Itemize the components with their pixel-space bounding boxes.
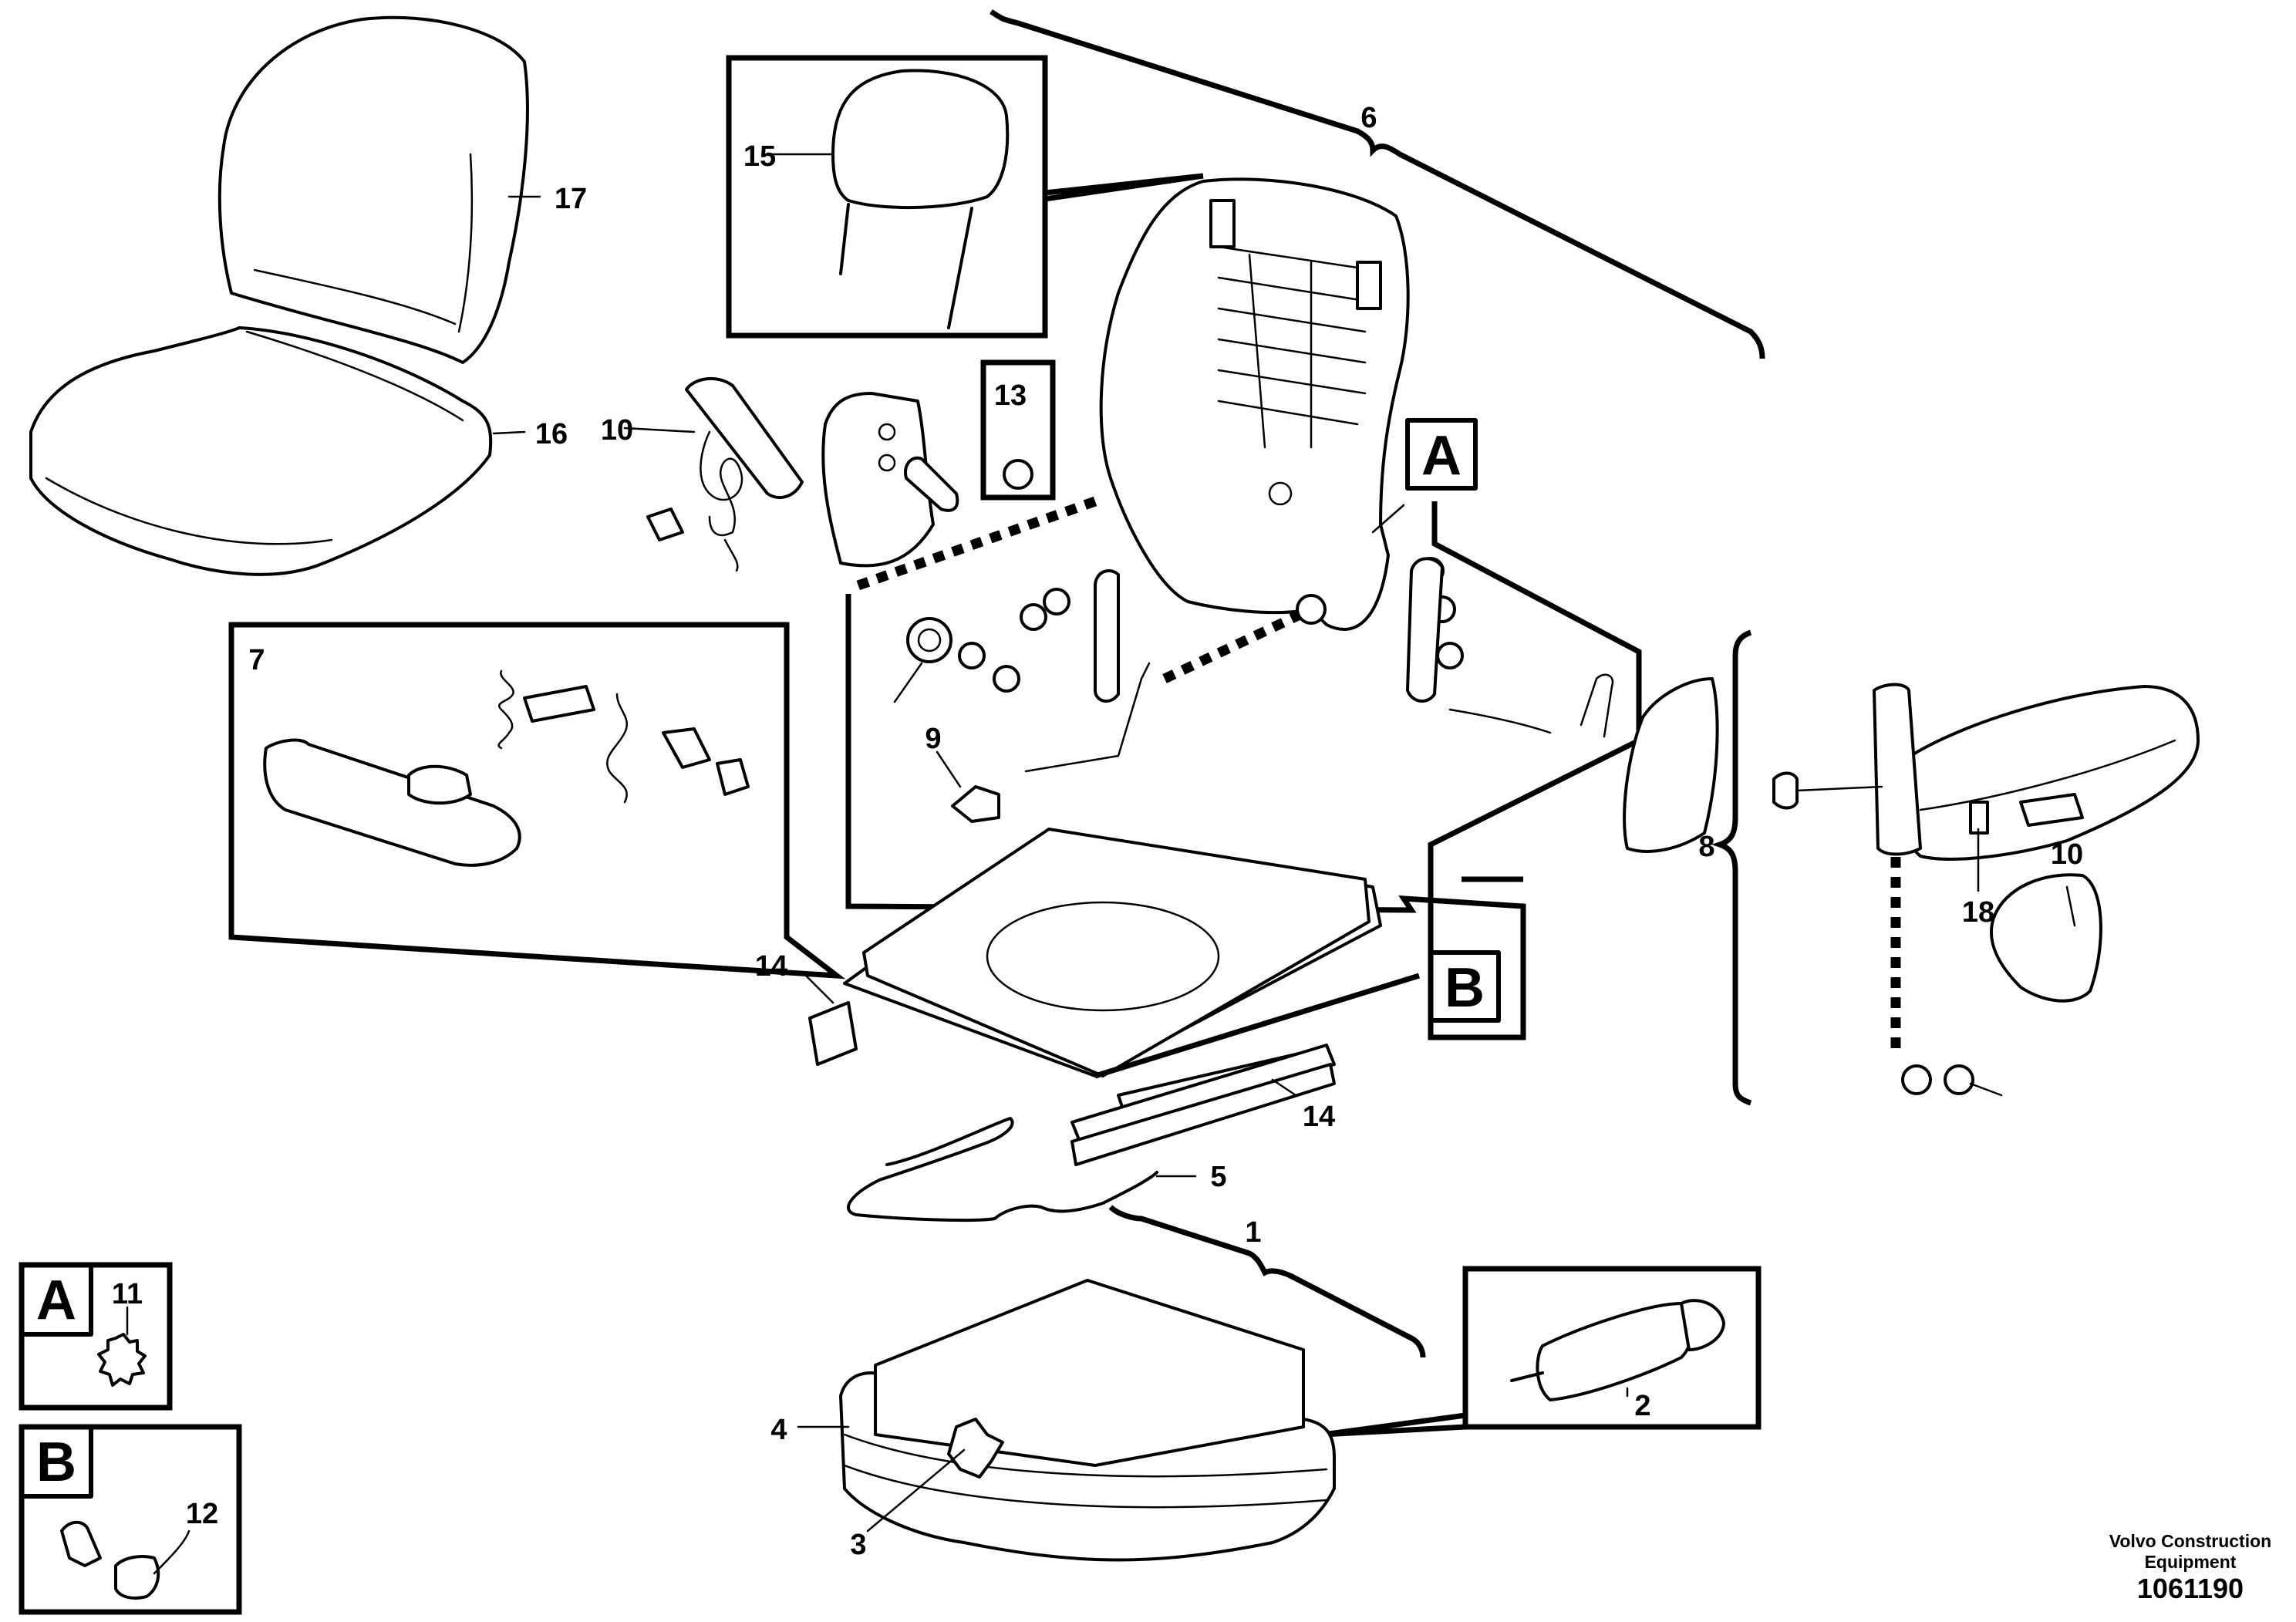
backrest-frame <box>1099 177 1410 631</box>
callout-3: 3 <box>850 1529 866 1561</box>
callout-18: 18 <box>1962 896 1994 929</box>
recliner-hardware <box>821 392 1719 853</box>
callout-11: 11 <box>112 1278 143 1310</box>
lever-detail-box <box>228 622 846 980</box>
detail-box-b <box>19 1424 242 1615</box>
callout-6: 6 <box>1360 102 1377 134</box>
callout-9: 9 <box>925 723 941 755</box>
slide-rail <box>1070 1044 1336 1143</box>
callout-14-left: 14 <box>755 950 787 983</box>
backrest-cover <box>217 15 529 364</box>
bracket-8 <box>1711 629 1752 1106</box>
release-handle <box>847 1117 1158 1222</box>
callout-5: 5 <box>1210 1161 1226 1193</box>
cylinder-detail-box <box>1462 1266 1762 1430</box>
leader-lines <box>492 153 2076 1533</box>
callout-10-right: 10 <box>2051 838 2083 871</box>
callout-2: 2 <box>1634 1390 1650 1422</box>
callout-14-right: 14 <box>1303 1101 1335 1133</box>
lumbar-pump <box>646 376 804 572</box>
brand-name-line2: Equipment <box>2144 1552 2237 1572</box>
callout-15: 15 <box>743 140 776 173</box>
document-number: 1061190 <box>2136 1573 2244 1604</box>
detail-letter-b-inset: B <box>36 1431 76 1493</box>
detail-tag-b-main <box>1428 950 1501 1023</box>
brand-name-line1: Volvo Construction <box>2109 1531 2272 1551</box>
detail-box-a-tag <box>19 1263 93 1337</box>
slide-rail-lower <box>1070 1063 1336 1166</box>
detail-letter-b-main: B <box>1445 957 1485 1019</box>
handle-12-bracket <box>60 1520 102 1567</box>
recliner-chain <box>854 496 1097 592</box>
callout-7: 7 <box>248 644 265 676</box>
callout-10-left: 10 <box>601 414 633 447</box>
detail-outline-b <box>1094 876 1523 1079</box>
recliner-outline <box>980 359 1056 501</box>
callout-12: 12 <box>186 1498 218 1530</box>
bracket-6 <box>990 9 1765 359</box>
gas-cylinder <box>1510 1299 1725 1401</box>
detail-box-b-tag <box>19 1425 93 1499</box>
detail-tag-a-main <box>1405 418 1478 491</box>
callout-16: 16 <box>535 418 568 450</box>
slider-chain <box>1162 605 1313 683</box>
callout-1: 1 <box>1245 1216 1261 1249</box>
callout-13: 13 <box>994 379 1027 412</box>
detail-letter-a-inset: A <box>36 1270 76 1331</box>
callout-8: 8 <box>1698 831 1714 863</box>
knob-11 <box>97 1333 147 1387</box>
stop-bracket-9 <box>951 785 1000 823</box>
detail-letter-a-main: A <box>1421 425 1462 487</box>
headrest-leader <box>1042 166 1204 203</box>
lever-assembly <box>263 669 750 867</box>
suspension-base <box>839 1279 1336 1562</box>
headrest <box>831 69 1010 329</box>
bracket-1 <box>1108 1205 1426 1358</box>
cushion-cover <box>29 326 493 576</box>
callout-17: 17 <box>555 183 587 215</box>
callout-4: 4 <box>770 1414 787 1446</box>
cylinder-leader <box>1322 1412 1466 1438</box>
armrest <box>1772 683 2200 1097</box>
handle-12-grip <box>114 1555 160 1600</box>
